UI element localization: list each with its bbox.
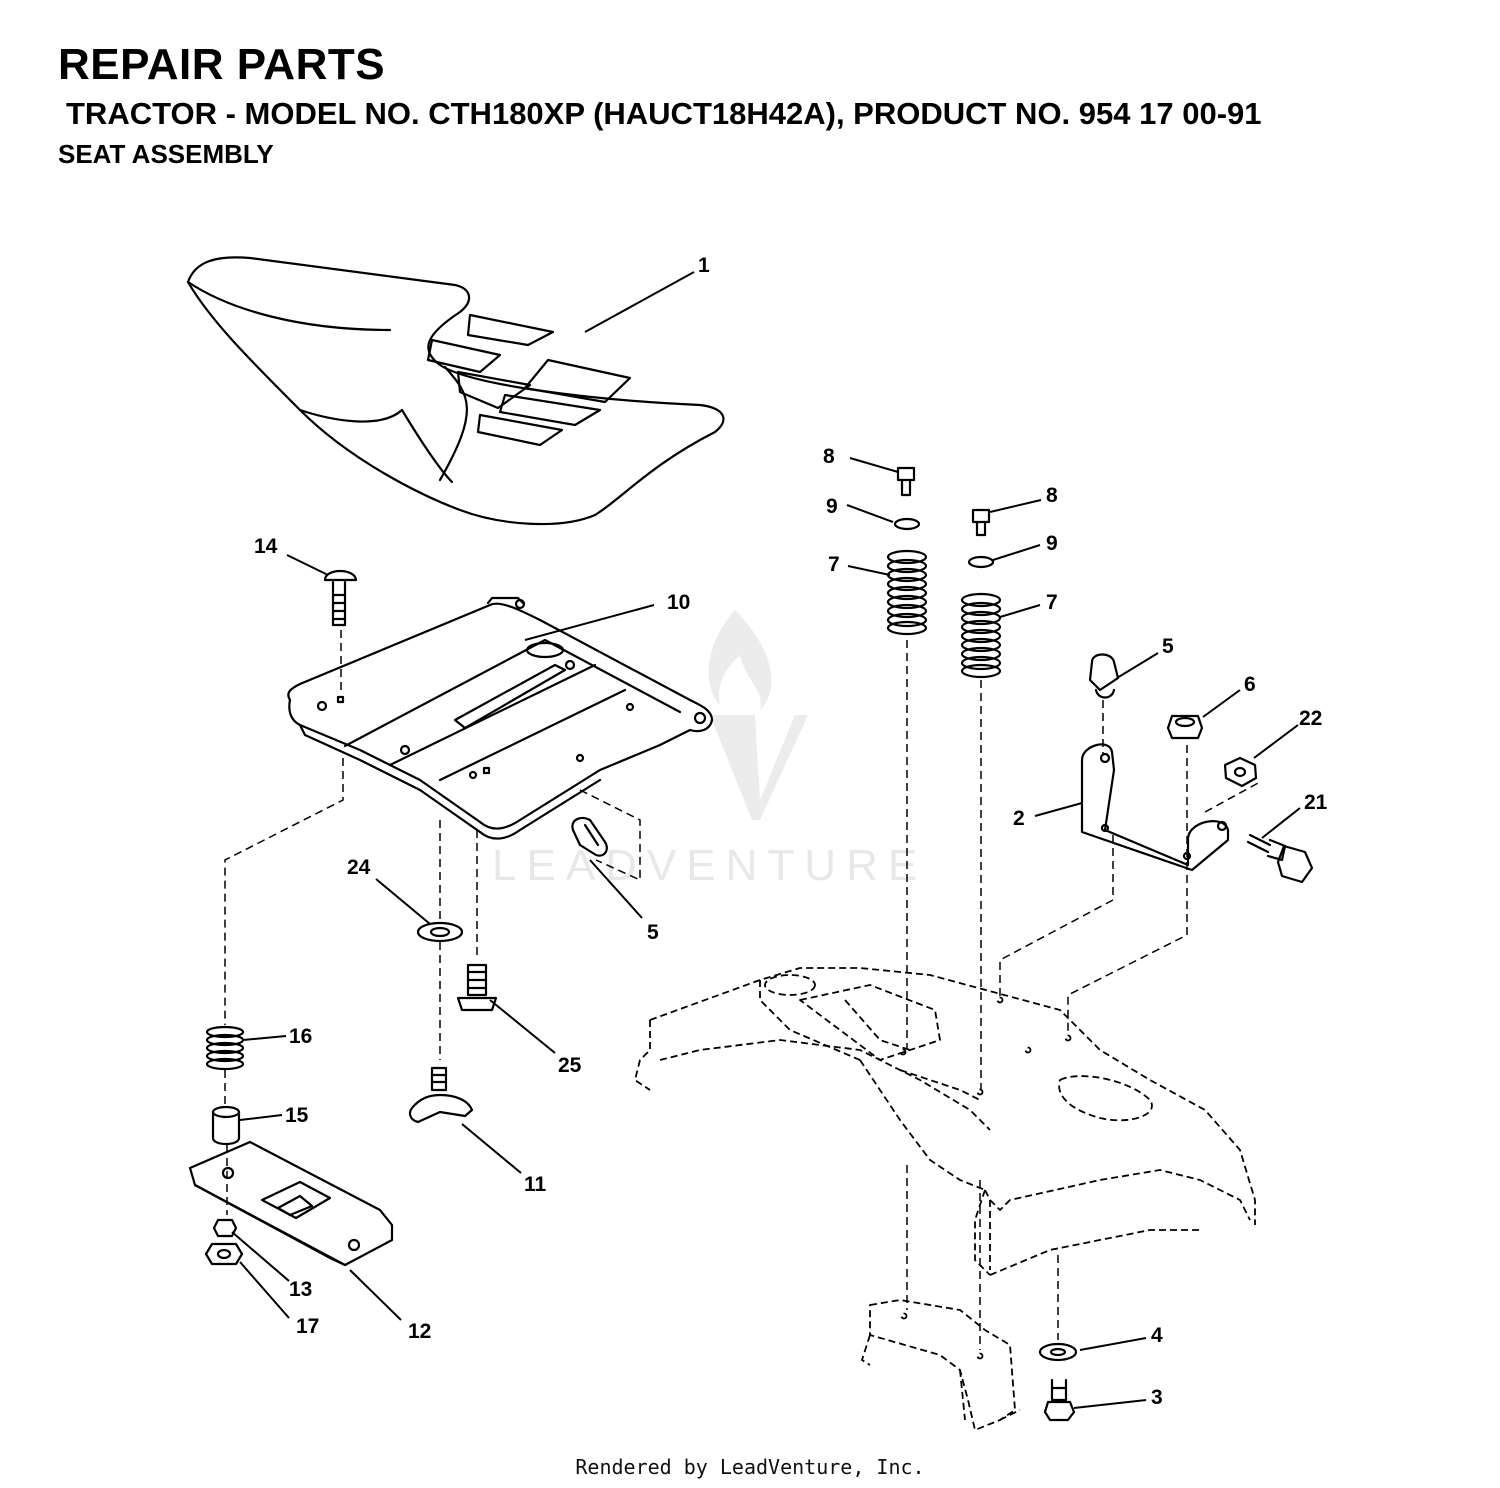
- nut-6-part: [1166, 714, 1204, 740]
- callout-14: 14: [254, 535, 278, 558]
- nut-22-part: [1223, 756, 1258, 788]
- washer-9-left-part: [893, 517, 921, 531]
- nut-13-part: [212, 1218, 238, 1238]
- spacer-15-part: [211, 1105, 241, 1146]
- section-title: SEAT ASSEMBLY: [58, 139, 274, 169]
- callout-11: 11: [524, 1173, 547, 1196]
- callout-7-right: 7: [1046, 591, 1058, 614]
- callout-5-right: 5: [1162, 635, 1174, 658]
- callout-6: 6: [1244, 673, 1256, 696]
- callout-5-left: 5: [647, 921, 659, 944]
- callout-25: 25: [558, 1054, 582, 1077]
- flange-bolt-25-part: [456, 963, 498, 1012]
- washer-4-part: [1038, 1342, 1078, 1362]
- callout-9-left: 9: [826, 495, 838, 518]
- watermark: LEADVENTURE: [492, 610, 927, 890]
- callout-9-right: 9: [1046, 532, 1058, 555]
- seat-part: [186, 256, 725, 526]
- clip-5-left-part: [571, 816, 608, 857]
- bracket-2-part: [1080, 743, 1230, 872]
- nut-17-part: [204, 1242, 244, 1266]
- bolt-8-right-part: [971, 508, 991, 537]
- callout-7-left: 7: [828, 553, 840, 576]
- assembly-guide-lines: [224, 630, 1261, 1350]
- callouts: 1 2 3 4 5 5 6 7 7 8 8 9 9 10 11 12 13 14…: [254, 254, 1328, 1409]
- carriage-bolt-part: [323, 569, 358, 627]
- seat-pan-part: [287, 596, 714, 840]
- watermark-v-icon: [710, 715, 808, 820]
- callout-1: 1: [698, 254, 710, 277]
- callout-22: 22: [1299, 707, 1322, 730]
- knob-11-part: [408, 1066, 474, 1124]
- watermark-text: LEADVENTURE: [492, 841, 927, 890]
- callout-8-right: 8: [1046, 484, 1058, 507]
- callout-24: 24: [347, 856, 371, 879]
- callout-13: 13: [289, 1278, 312, 1301]
- callout-21: 21: [1304, 791, 1328, 814]
- callout-3: 3: [1151, 1386, 1163, 1409]
- callout-4: 4: [1151, 1324, 1163, 1347]
- callout-17: 17: [296, 1315, 319, 1338]
- callout-16: 16: [289, 1025, 312, 1048]
- leader-lines: [231, 271, 1301, 1409]
- bolt-8-left-part: [896, 466, 916, 497]
- washer-24-part: [416, 921, 464, 943]
- tractor-frame-reference: [634, 967, 1256, 1431]
- model-subtitle: TRACTOR - MODEL NO. CTH180XP (HAUCT18H42…: [66, 96, 1262, 131]
- plate-12-part: [188, 1140, 394, 1267]
- bolt-3-part: [1043, 1378, 1076, 1422]
- callout-10: 10: [667, 591, 690, 614]
- spring-7-right-part: [960, 592, 1002, 679]
- callout-2: 2: [1013, 807, 1025, 830]
- clip-5-right-part: [1088, 653, 1120, 699]
- callout-8-left: 8: [823, 445, 835, 468]
- callout-12: 12: [408, 1320, 431, 1343]
- washer-9-right-part: [967, 555, 995, 569]
- callout-15: 15: [285, 1104, 309, 1127]
- bolt-21-part: [1246, 833, 1314, 884]
- page-title: REPAIR PARTS: [58, 40, 386, 89]
- spring-7-left-part: [886, 549, 928, 636]
- spring-16-part: [205, 1025, 245, 1071]
- watermark-flame-icon: [708, 610, 772, 710]
- footer-credit: Rendered by LeadVenture, Inc.: [575, 1455, 925, 1479]
